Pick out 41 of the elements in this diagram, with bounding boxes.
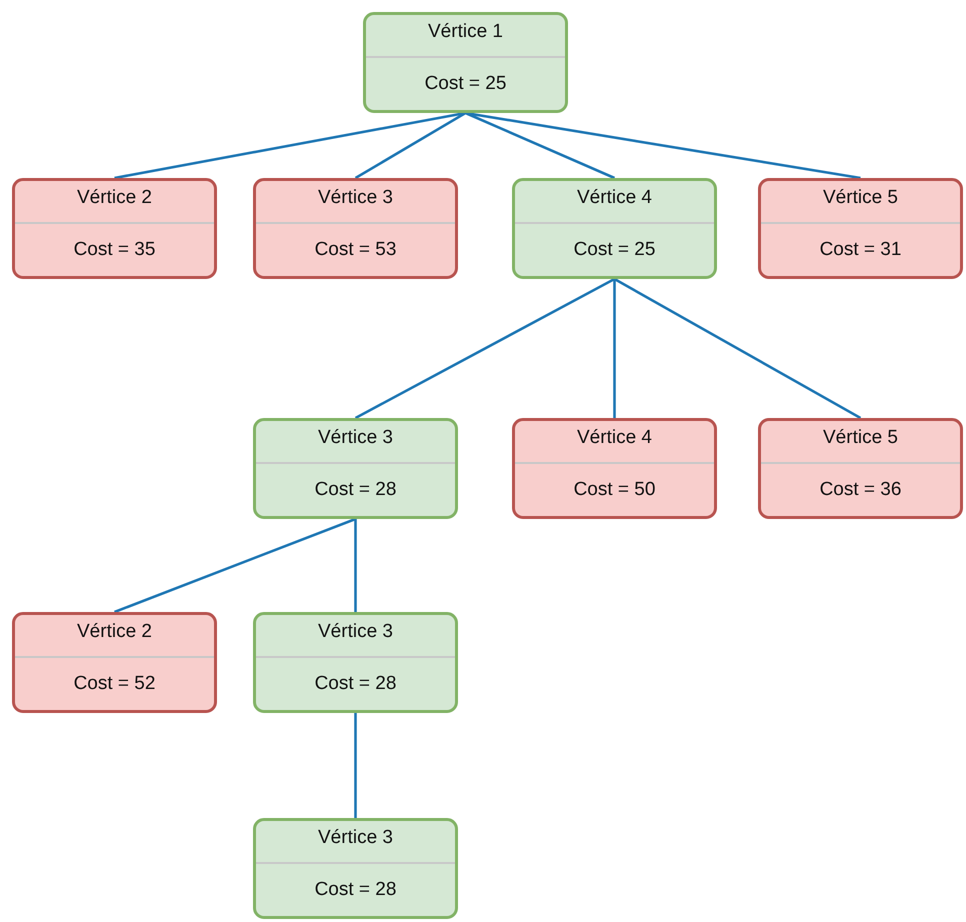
vertex-box: [253, 178, 458, 279]
connector-line: [354, 112, 466, 180]
vertex-title: Vértice 3: [318, 187, 393, 209]
vertex-box: [12, 612, 217, 713]
vertex-title: Vértice 2: [77, 621, 152, 643]
connector-line: [354, 713, 357, 818]
cost-text: Cost = 31: [820, 239, 902, 261]
connector-line: [613, 279, 616, 418]
cost-text: Cost = 53: [314, 239, 396, 261]
vertex-title: Vértice 3: [318, 427, 393, 449]
connector-line: [354, 278, 616, 420]
cost-text: Cost = 25: [574, 239, 656, 261]
vertex-box: [253, 818, 458, 919]
vertex-title: Vértice 3: [318, 827, 393, 849]
vertex-title: Vértice 4: [577, 427, 652, 449]
cost-text: Cost = 28: [314, 879, 396, 901]
cost-text: Cost = 28: [314, 479, 396, 501]
vertex-title: Vértice 1: [428, 21, 503, 43]
connector-line: [464, 112, 616, 180]
cost-text: Cost = 52: [74, 673, 156, 695]
vertex-box: [253, 612, 458, 713]
vertex-box: [253, 418, 458, 519]
cost-text: Cost = 25: [424, 73, 506, 95]
vertex-title: Vértice 3: [318, 621, 393, 643]
connector-line: [354, 519, 357, 612]
cost-text: Cost = 28: [314, 673, 396, 695]
vertex-title: Vértice 4: [577, 187, 652, 209]
vertex-title: Vértice 5: [823, 187, 898, 209]
connector-line: [114, 518, 356, 614]
vertex-box: [512, 178, 717, 279]
vertex-title: Vértice 2: [77, 187, 152, 209]
vertex-box: [758, 418, 963, 519]
cost-text: Cost = 35: [74, 239, 156, 261]
vertex-box: [758, 178, 963, 279]
vertex-title: Vértice 5: [823, 427, 898, 449]
connector-line: [614, 278, 862, 420]
cost-text: Cost = 50: [574, 479, 656, 501]
vertex-box: [12, 178, 217, 279]
cost-text: Cost = 36: [820, 479, 902, 501]
vertex-box: [363, 12, 568, 113]
vertex-box: [512, 418, 717, 519]
